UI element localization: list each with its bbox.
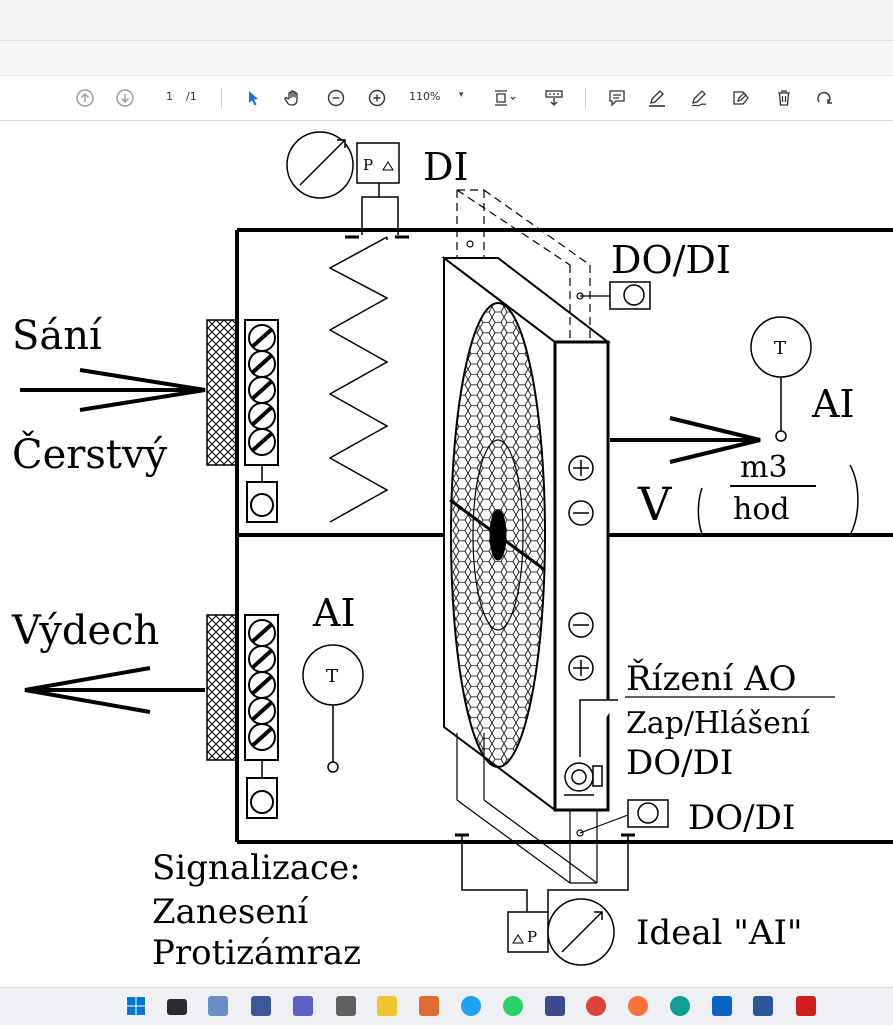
housing (235, 228, 893, 844)
acrobat-icon[interactable] (796, 996, 816, 1016)
label-vydech: Výdech (11, 608, 159, 654)
pdf-toolbar: 1 /1 110% ▾ (0, 76, 893, 121)
zoom-dropdown-icon[interactable]: ▾ (459, 90, 464, 100)
label-cerstvy: Čerstvý (12, 431, 168, 478)
chrome-icon[interactable] (586, 996, 606, 1016)
wheel-motor (564, 699, 618, 796)
toolbar-separator (221, 88, 222, 108)
page-total: /1 (186, 90, 197, 103)
intake-arrow (20, 368, 206, 412)
delete-icon[interactable] (773, 86, 795, 110)
scroll-mode-icon[interactable] (542, 86, 566, 110)
task-view-icon[interactable] (167, 999, 187, 1015)
label-hod: hod (733, 492, 790, 527)
taskbar (0, 987, 893, 1025)
edge-icon[interactable] (670, 996, 690, 1016)
bypass-frame-bottom (456, 733, 629, 884)
edit-text-icon[interactable] (729, 86, 753, 110)
label-sani: Sání (12, 313, 103, 359)
heater-coil (328, 236, 389, 523)
pointer-icon[interactable] (242, 86, 264, 110)
zoom-in-icon[interactable] (366, 86, 388, 110)
pressure-label-top: P (363, 156, 373, 174)
people-icon[interactable] (293, 996, 313, 1016)
temp-label-right: T (774, 338, 786, 359)
label-do-di-motor: DO/DI (626, 743, 733, 783)
bypass-frame-top (456, 189, 610, 342)
windows-icon[interactable] (126, 996, 146, 1016)
damper-bottom (248, 619, 276, 751)
label-ideal: Ideal "AI" (636, 913, 803, 953)
explorer-icon[interactable] (208, 996, 228, 1016)
title-bar (0, 0, 893, 41)
draw-icon[interactable] (688, 86, 712, 110)
word-icon[interactable] (753, 996, 773, 1016)
highlight-icon[interactable] (646, 86, 668, 110)
label-ai-right: AI (811, 382, 854, 426)
rotate-icon[interactable] (813, 86, 835, 110)
comment-icon[interactable] (606, 86, 628, 110)
tab-strip (0, 41, 893, 76)
temp-label-left: T (326, 666, 338, 687)
label-do-di-bottom: DO/DI (688, 798, 795, 838)
pressure-sensor-bottom (455, 833, 635, 966)
label-protizamraz: Protizámraz (152, 933, 361, 973)
toolbar-separator (585, 88, 586, 108)
weather-icon[interactable] (461, 996, 481, 1016)
page-down-icon[interactable] (114, 86, 136, 110)
page-up-icon[interactable] (74, 86, 96, 110)
hand-icon[interactable] (282, 86, 304, 110)
document-view: P (0, 121, 893, 987)
temperature-sensor-right (750, 316, 812, 442)
teams-icon[interactable] (251, 996, 271, 1016)
folder-icon[interactable] (377, 996, 397, 1016)
temperature-sensor-left (302, 644, 364, 773)
zoom-level[interactable]: 110% (409, 90, 441, 103)
label-ai-left: AI (312, 591, 355, 635)
snip-icon[interactable] (419, 996, 439, 1016)
label-zap: Zap/Hlášení (626, 706, 810, 741)
pressure-label-bottom: P (527, 928, 537, 946)
calculator-icon[interactable] (336, 996, 356, 1016)
ventilation-diagram: P (11, 131, 893, 973)
label-rizeni: Řízení AO (626, 658, 797, 699)
fit-page-icon[interactable] (490, 86, 520, 110)
firefox-icon[interactable] (628, 996, 648, 1016)
label-signalizace: Signalizace: (152, 848, 361, 888)
damper-top (248, 324, 276, 456)
pressure-sensor-top (286, 131, 409, 239)
supply-arrow (610, 416, 761, 464)
rotary-heat-exchanger (441, 255, 611, 812)
outlook-icon[interactable] (712, 996, 732, 1016)
polarity-signs (568, 455, 594, 681)
whatsapp-icon[interactable] (503, 996, 523, 1016)
label-do-di-top: DO/DI (611, 238, 731, 282)
save-icon[interactable] (545, 996, 565, 1016)
label-di-top: DI (423, 145, 468, 189)
page-number-input[interactable]: 1 (166, 90, 173, 103)
exhaust-arrow (24, 666, 205, 714)
label-v: V (637, 477, 672, 531)
label-m3: m3 (740, 450, 788, 485)
label-zaneseni: Zanesení (152, 892, 309, 932)
zoom-out-icon[interactable] (325, 86, 347, 110)
